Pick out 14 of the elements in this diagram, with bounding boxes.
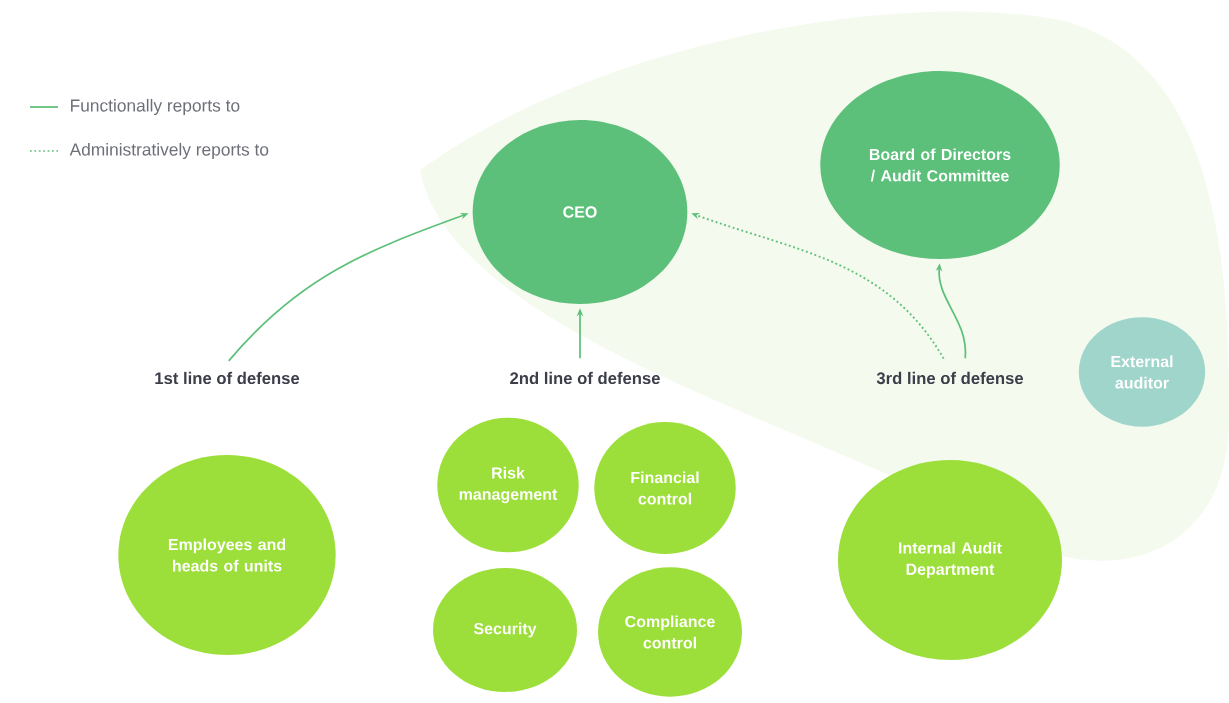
blob-node: External auditor xyxy=(1078,317,1206,427)
blob-node: Board of Directors / Audit Committee xyxy=(820,71,1060,259)
legend-label: Functionally reports to xyxy=(71,98,240,116)
line-label: 3rd line of defense xyxy=(876,371,1024,385)
blob-node: CEO xyxy=(472,120,688,304)
blob-node: Risk management xyxy=(437,417,579,553)
blob-node: Financial control xyxy=(594,422,736,554)
blob-node: Security xyxy=(433,568,577,692)
legend-label: Administratively reports to xyxy=(69,142,269,160)
line-label: 2nd line of defense xyxy=(510,371,660,385)
blob-node: Compliance control xyxy=(598,567,742,697)
line-label: 1st line of defense xyxy=(155,371,300,385)
blob-node: Employees and heads of units xyxy=(118,455,336,655)
blob-node: Internal Audit Department xyxy=(838,460,1062,660)
